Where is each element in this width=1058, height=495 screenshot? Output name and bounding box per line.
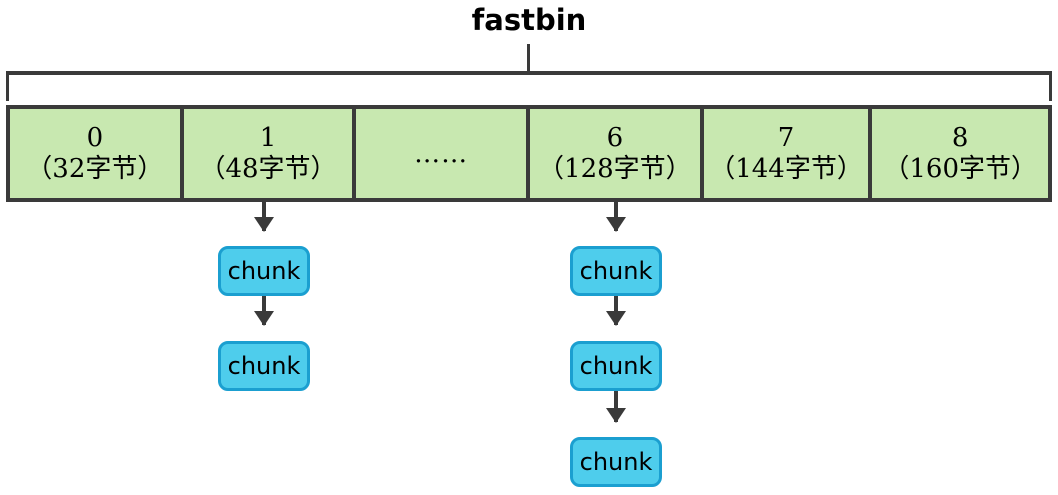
bin-cell-7[interactable]: 7 （144字节） [703, 109, 873, 198]
bin-cell-ellipsis: …… [356, 109, 531, 198]
bin-size-7: （144字节） [709, 153, 863, 184]
bin-ellipsis-label: …… [414, 138, 469, 169]
bracket-top-line [6, 71, 1052, 75]
chunk-bin6-node2[interactable]: chunk [570, 341, 662, 391]
bin-index-8: 8 [951, 122, 969, 153]
bin-index-7: 7 [777, 122, 795, 153]
bin-index-1: 1 [259, 122, 277, 153]
chunk-bin1-node1[interactable]: chunk [218, 246, 310, 296]
bin-cell-1[interactable]: 1 （48字节） [183, 109, 357, 198]
bin-size-6: （128字节） [538, 153, 692, 184]
bin-size-0: （32字节） [26, 153, 164, 184]
chunk-bin1-node2[interactable]: chunk [218, 341, 310, 391]
bin-cell-8[interactable]: 8 （160字节） [872, 109, 1049, 198]
bin-cell-6[interactable]: 6 （128字节） [530, 109, 704, 198]
diagram-title: fastbin [471, 3, 587, 37]
chunk-bin6-node3[interactable]: chunk [570, 437, 662, 487]
arrow-bin1-to-chunk1 [254, 202, 274, 232]
bin-cell-0[interactable]: 0 （32字节） [10, 109, 184, 198]
arrow-bin6-to-chunk1 [606, 202, 626, 232]
bracket-left-tick [6, 71, 9, 101]
arrow-bin1-chunk1-to-chunk2 [254, 296, 274, 326]
bin-index-6: 6 [606, 122, 624, 153]
arrow-bin6-chunk1-to-chunk2 [606, 296, 626, 326]
bin-size-8: （160字节） [883, 153, 1038, 184]
bracket-center-stem [527, 44, 530, 74]
bin-size-1: （48字节） [199, 153, 337, 184]
bracket-right-tick [1049, 71, 1052, 101]
fastbin-array: 0 （32字节） 1 （48字节） …… 6 （128字节） 7 （144字节）… [6, 105, 1052, 202]
arrow-bin6-chunk2-to-chunk3 [606, 391, 626, 423]
chunk-bin6-node1[interactable]: chunk [570, 246, 662, 296]
bin-index-0: 0 [86, 122, 104, 153]
